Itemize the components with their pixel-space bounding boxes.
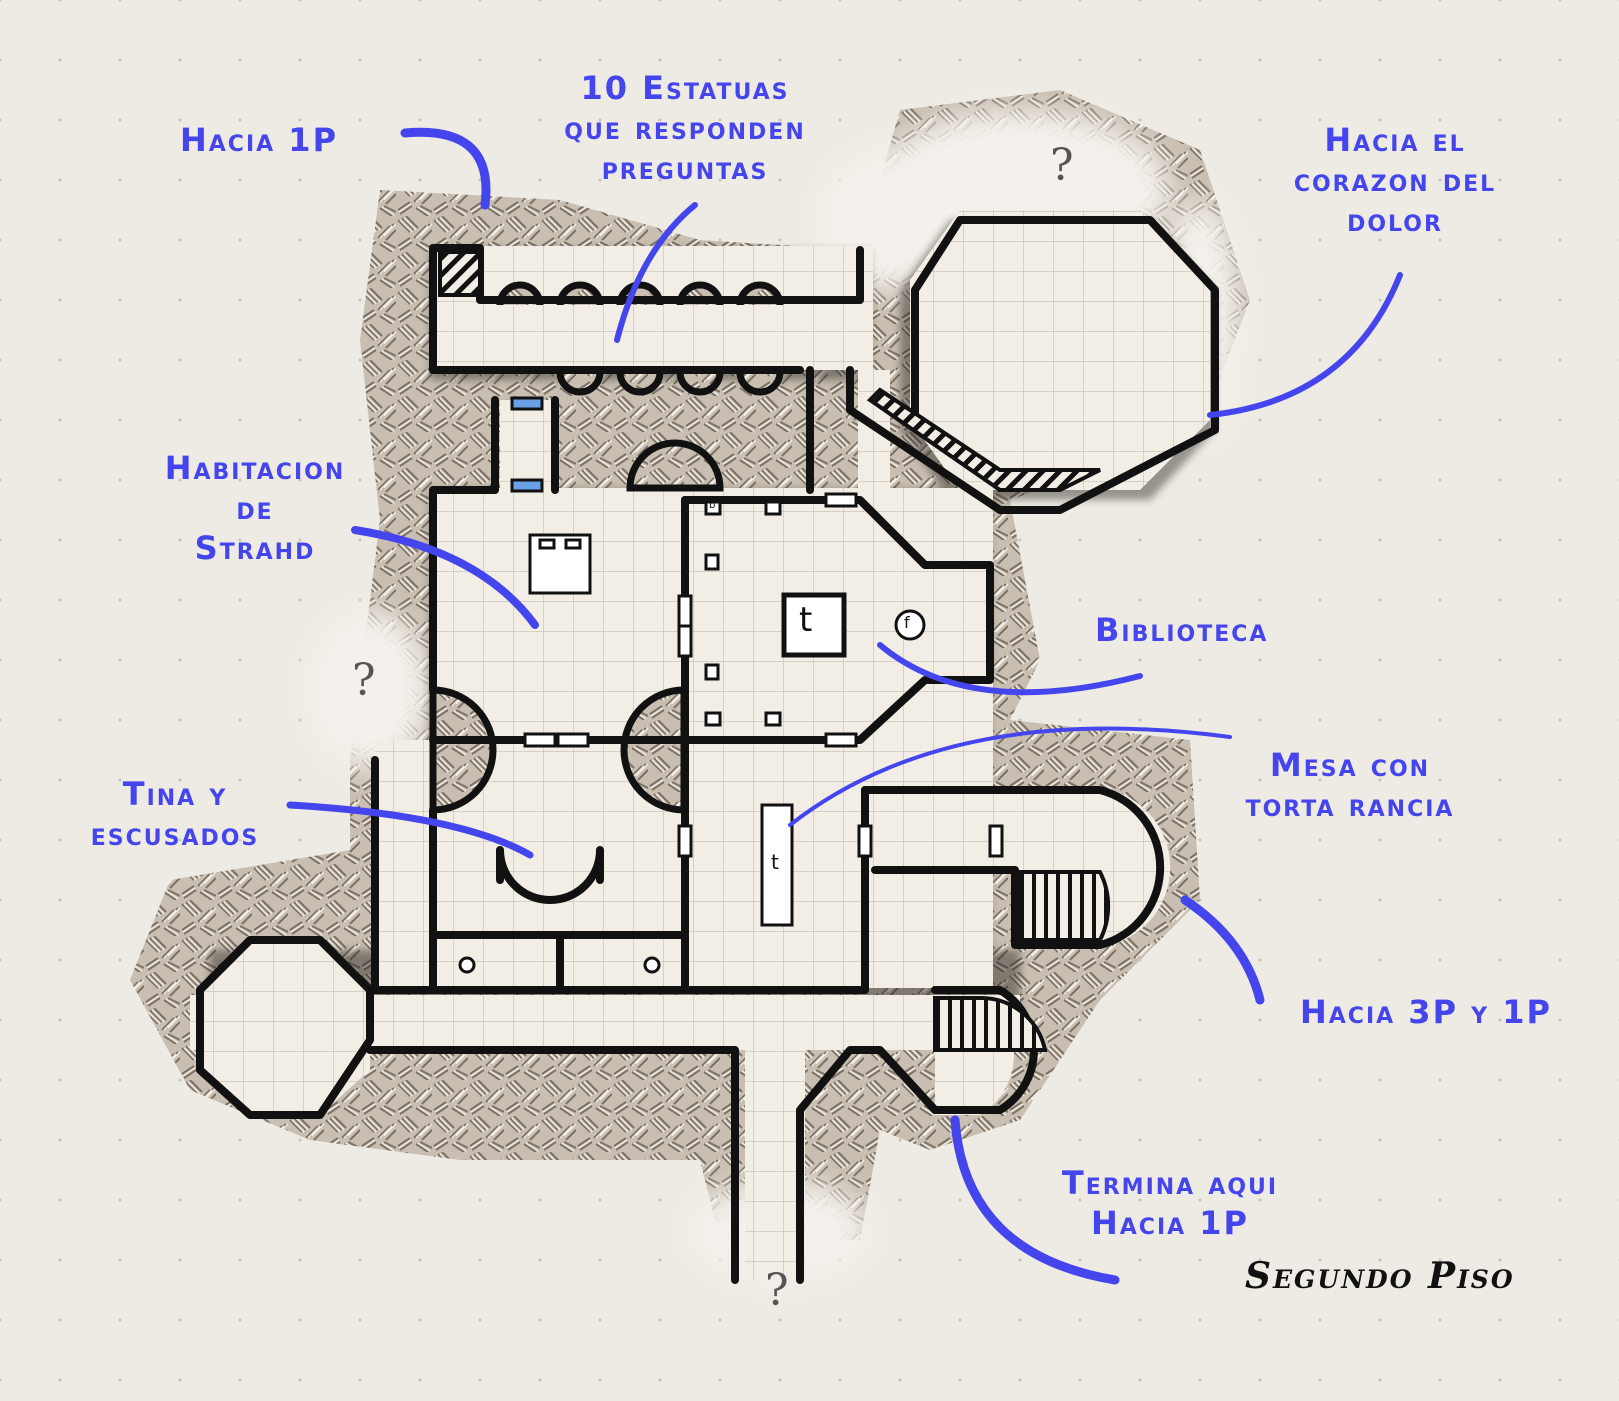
label-hacia-1p-top: Hacia 1P: [180, 121, 339, 159]
label-mesa: Mesa con torta rancia: [1215, 745, 1485, 825]
label-habitacion-line1: Habitacion: [164, 449, 346, 487]
fireplace-label: f: [904, 613, 910, 632]
label-termina-line1: Termina aqui: [1061, 1164, 1279, 1202]
stairs: [438, 250, 1111, 1052]
unknown-marker-bottom: ?: [765, 1265, 789, 1316]
alcoves: [429, 281, 784, 814]
label-termina-line2: Hacia 1P: [1090, 1204, 1250, 1242]
furniture: [458, 500, 926, 974]
doors: [510, 396, 1004, 858]
library-table-icon: [781, 592, 847, 658]
label-habitacion-line3: Strahd: [194, 529, 316, 567]
label-mesa-line2: torta rancia: [1245, 786, 1455, 824]
map-title: Segundo Piso: [1245, 1255, 1515, 1297]
dining-table-icon: [760, 803, 794, 927]
label-tina-line2: escusados: [90, 815, 260, 853]
label-tina: Tina y escusados: [70, 774, 280, 854]
annotation-leaders: [286, 127, 1403, 1285]
label-termina: Termina aqui Hacia 1P: [1030, 1163, 1310, 1243]
label-corazon-line3: dolor: [1347, 201, 1443, 239]
library-table-label: t: [799, 600, 813, 640]
label-estatuas-line3: preguntas: [601, 149, 769, 187]
label-biblioteca: Biblioteca: [1095, 611, 1269, 649]
label-habitacion-line2: de: [236, 489, 274, 527]
label-estatuas-line2: que responden: [564, 109, 806, 147]
label-estatuas-line1: 10 Estatuas: [580, 69, 790, 107]
unknown-marker-top: ?: [1050, 140, 1074, 191]
label-habitacion: Habitacion de Strahd: [140, 448, 370, 568]
label-hacia-3p: Hacia 3P y 1P: [1300, 993, 1552, 1031]
label-corazon-line1: Hacia el: [1324, 121, 1466, 159]
dining-table-label: t: [771, 850, 779, 874]
label-corazon: Hacia el corazon del dolor: [1255, 120, 1535, 240]
label-corazon-line2: corazon del: [1293, 161, 1497, 199]
label-mesa-line1: Mesa con: [1269, 746, 1431, 784]
bookshelf-label: b: [709, 500, 716, 511]
label-estatuas: 10 Estatuas que responden preguntas: [535, 68, 835, 188]
unknown-marker-left: ?: [352, 655, 376, 706]
label-tina-line1: Tina y: [122, 775, 228, 813]
